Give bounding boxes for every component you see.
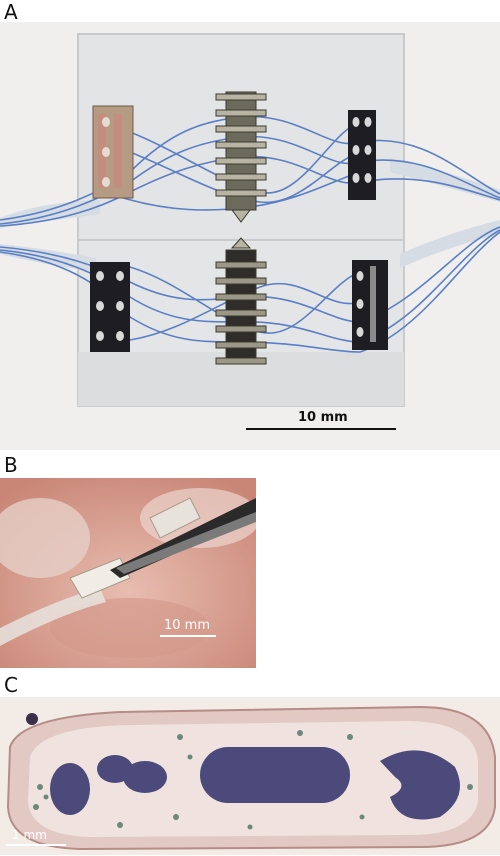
vessels-dots: [33, 730, 473, 830]
scale-bar-c-line: [6, 844, 66, 846]
scale-bar-b-line: [160, 635, 216, 637]
fascicle-5: [380, 750, 460, 820]
electrode-lower-right: [352, 260, 388, 350]
cuff-electrode-upper: [215, 91, 267, 223]
cuff-electrode-lower: [215, 237, 267, 365]
panel-b-photo: 10 mm: [0, 478, 256, 668]
panel-label-b: B: [4, 453, 18, 477]
electrode-upper-left: [92, 105, 134, 199]
fascicle-4: [200, 747, 350, 803]
fascicle-3: [123, 761, 167, 793]
cable-b: [0, 588, 106, 646]
stain-mark: [26, 713, 38, 725]
panel-label-c: C: [4, 673, 18, 697]
electrode-lower-left: [90, 262, 130, 352]
scale-bar-a-label: 10 mm: [298, 410, 348, 425]
surgical-implant-photo: [0, 478, 256, 668]
scale-bar-c-label: 1 mm: [12, 828, 47, 842]
electrode-array-photo: [0, 33, 500, 430]
nerve-cross-section: [0, 697, 500, 855]
scale-bar-b-label: 10 mm: [164, 618, 211, 633]
fascicle-1: [50, 763, 90, 815]
panel-label-a: A: [4, 0, 18, 24]
panel-c-histology: 1 mm: [0, 697, 500, 855]
cable-right-lower: [400, 220, 500, 268]
electrode-upper-right: [348, 110, 376, 200]
tissue-fat: [0, 498, 90, 578]
scale-bar-a-line: [246, 428, 396, 430]
panel-a-photo: 10 mm: [0, 22, 500, 450]
